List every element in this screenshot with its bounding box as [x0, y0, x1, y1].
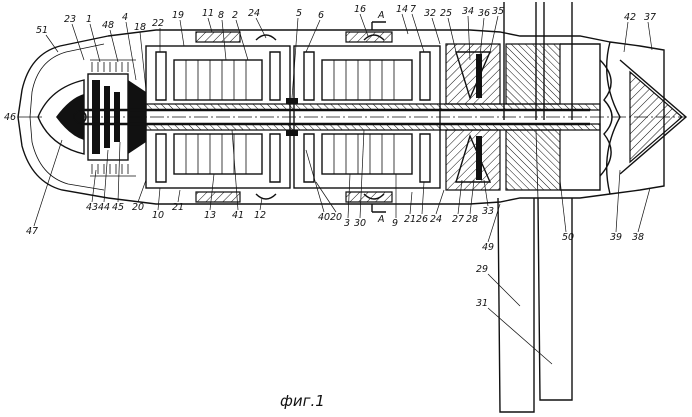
section-label-bottom: А	[377, 214, 385, 225]
label-5: 5	[296, 8, 302, 19]
label-34: 34	[462, 6, 474, 17]
label-24-top: 24	[248, 8, 260, 19]
label-2: 2	[232, 10, 238, 21]
label-3: 3	[344, 218, 350, 229]
label-47: 47	[26, 226, 38, 237]
label-28: 28	[466, 214, 478, 225]
label-39: 39	[610, 232, 622, 243]
label-20-left: 20	[132, 202, 144, 213]
label-10: 10	[152, 210, 164, 221]
label-20-mid: 20	[330, 212, 342, 223]
label-43: 43	[86, 202, 98, 213]
label-35: 35	[492, 6, 504, 17]
label-42: 42	[624, 12, 636, 23]
label-48: 48	[102, 20, 114, 31]
front-gear-stack	[87, 59, 146, 177]
label-25: 25	[440, 8, 452, 19]
figure-caption: фиг.1	[280, 392, 325, 410]
label-24-bottom: 24	[430, 214, 442, 225]
rear-pitch-mechanism	[445, 43, 613, 191]
motor-stage-2	[286, 31, 441, 203]
section-label-top: А	[377, 10, 385, 21]
label-9: 9	[392, 218, 398, 229]
label-50: 50	[562, 232, 574, 243]
label-36: 36	[478, 8, 490, 19]
label-51: 51	[36, 25, 48, 36]
label-46: 46	[4, 112, 16, 123]
label-6: 6	[318, 10, 324, 21]
nose-hub	[37, 79, 87, 155]
label-32: 32	[424, 8, 436, 19]
label-18: 18	[134, 22, 146, 33]
label-33: 33	[482, 206, 494, 217]
label-7: 7	[410, 4, 416, 15]
label-26: 26	[416, 214, 428, 225]
label-1: 1	[86, 14, 92, 25]
section-marks: А А	[371, 10, 386, 225]
label-38: 38	[632, 232, 644, 243]
label-12: 12	[254, 210, 266, 221]
label-30: 30	[354, 218, 366, 229]
label-11: 11	[202, 8, 214, 19]
reference-labels: 51 23 1 48 4 18 22 19 11 8 2 24 5 6 16 1…	[4, 4, 656, 365]
label-49: 49	[482, 242, 494, 253]
label-45: 45	[112, 202, 124, 213]
label-8: 8	[218, 10, 224, 21]
label-21-right: 21	[404, 214, 416, 225]
label-14: 14	[396, 4, 408, 15]
label-37: 37	[644, 12, 656, 23]
label-31: 31	[476, 298, 488, 309]
label-22: 22	[152, 18, 164, 29]
label-16: 16	[354, 4, 366, 15]
central-shaft	[84, 103, 686, 131]
label-27: 27	[452, 214, 464, 225]
label-23: 23	[64, 14, 76, 25]
label-4: 4	[122, 12, 128, 23]
label-29: 29	[476, 264, 488, 275]
label-13: 13	[204, 210, 216, 221]
label-40: 40	[318, 212, 330, 223]
label-21-left: 21	[172, 202, 184, 213]
label-41: 41	[232, 210, 244, 221]
label-19: 19	[172, 10, 184, 21]
label-44: 44	[98, 202, 110, 213]
motor-stage-1	[145, 31, 291, 203]
